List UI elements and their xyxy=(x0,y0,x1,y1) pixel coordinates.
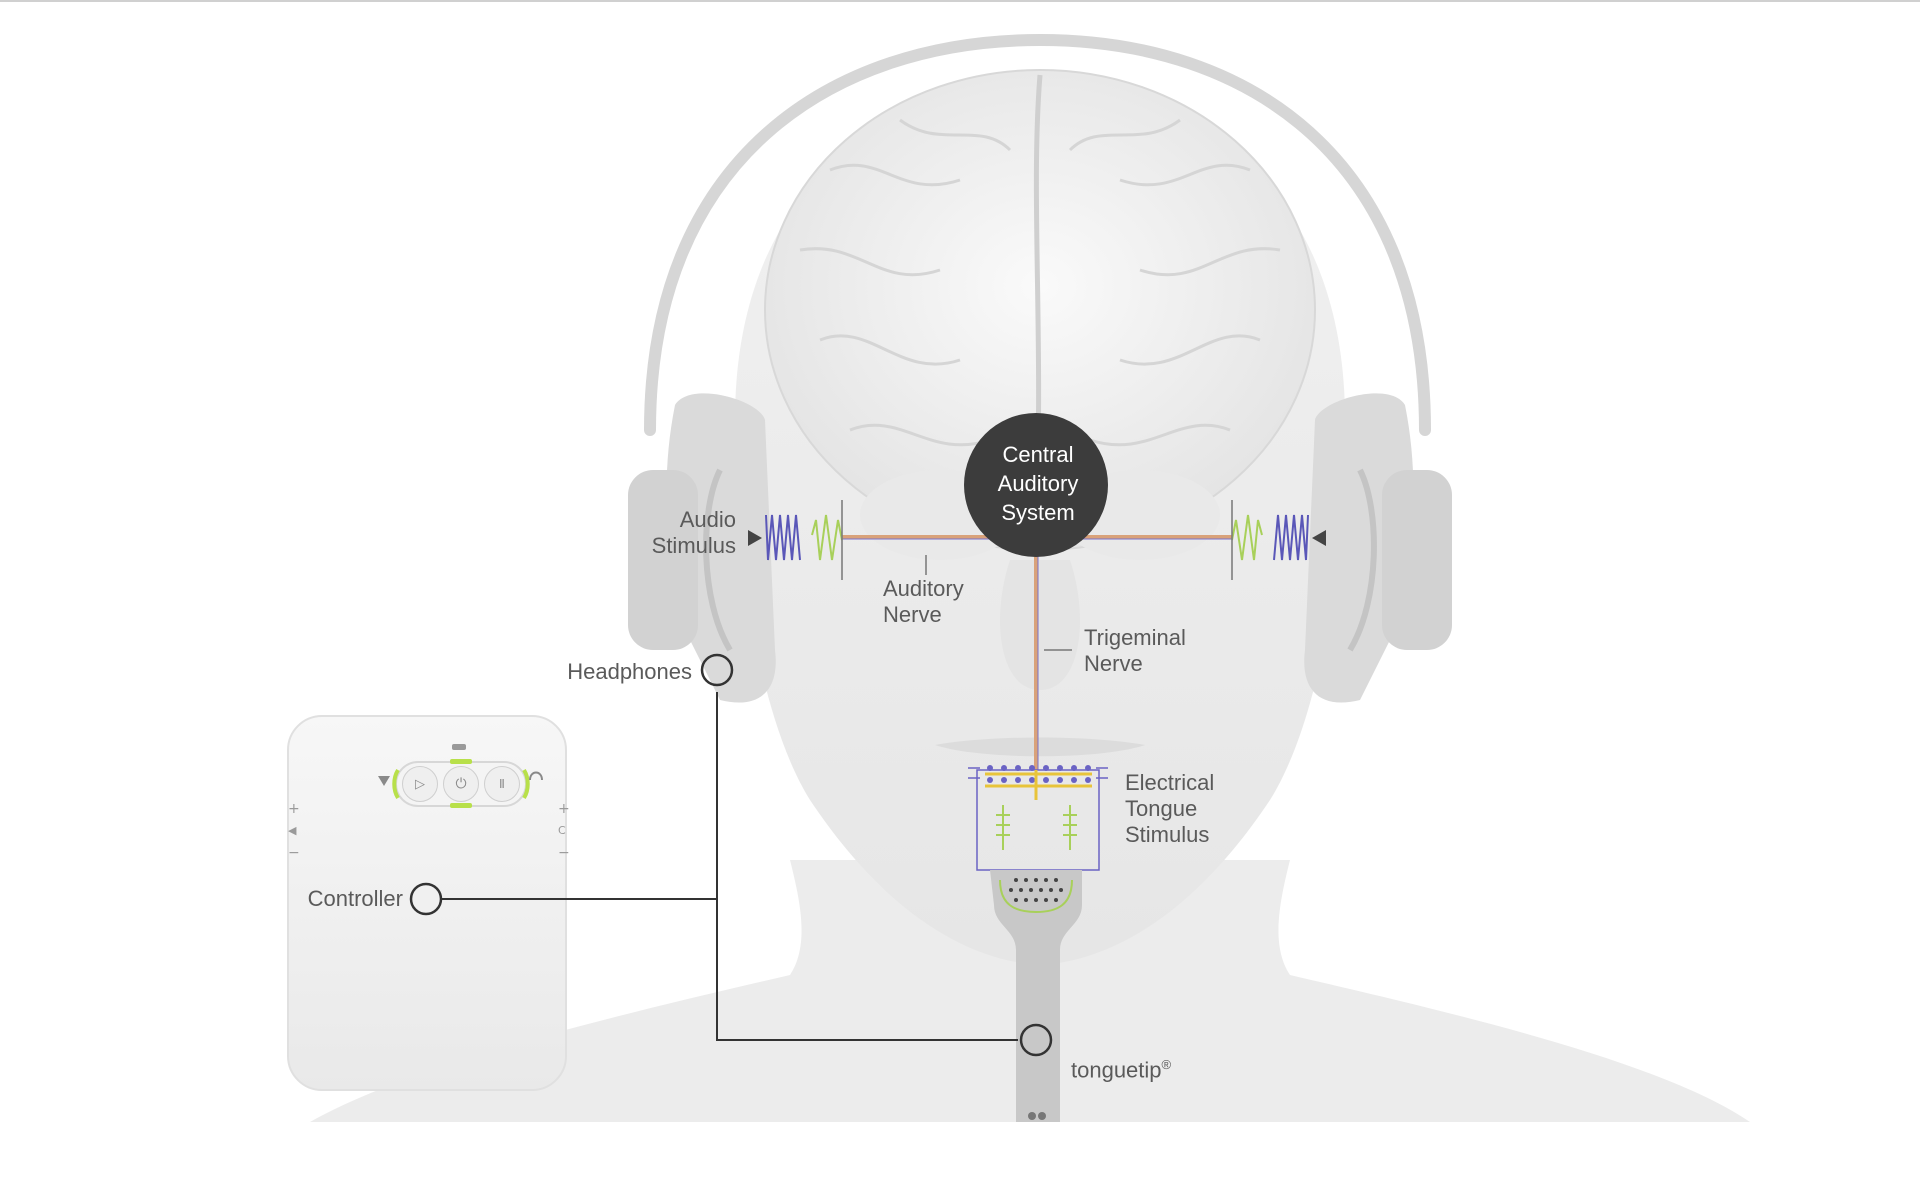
tonguetip-callout-marker xyxy=(1019,1023,1053,1057)
controller-buttons: ▷ ⏻ Ⅱ xyxy=(402,765,520,803)
tonguetip-label: tonguetip® xyxy=(1071,1026,1171,1083)
controller-label: Controller xyxy=(307,886,403,911)
audio-wave-right xyxy=(1231,500,1326,580)
volume-up-mark[interactable]: + xyxy=(288,801,300,817)
intensity-down-mark[interactable]: − xyxy=(558,845,570,861)
headphones-label: Headphones xyxy=(567,659,692,684)
right-earcup xyxy=(1304,393,1452,703)
registered-mark: ® xyxy=(1161,1057,1172,1072)
speaker-icon: ◀ xyxy=(288,824,297,837)
electrical-tongue-stimulus-label: Electrical Tongue Stimulus xyxy=(1125,770,1215,847)
controller-left-controls: + ◀ − xyxy=(288,801,300,861)
audio-stimulus-label: Audio Stimulus xyxy=(651,507,736,558)
headphones-callout-marker xyxy=(700,653,734,687)
trigeminal-nerve-path xyxy=(1034,537,1039,770)
central-auditory-hub xyxy=(964,413,1108,557)
headphone-band xyxy=(644,33,1431,436)
left-earcup xyxy=(628,393,776,703)
tonguetip-name: tonguetip xyxy=(1071,1057,1162,1083)
pause-button[interactable]: Ⅱ xyxy=(484,766,520,802)
intensity-icon: C xyxy=(558,824,566,837)
audio-wave-left xyxy=(748,500,927,580)
play-button[interactable]: ▷ xyxy=(402,766,438,802)
top-divider xyxy=(0,0,1920,2)
auditory-nerve-label: Auditory Nerve xyxy=(883,576,964,627)
mouth xyxy=(935,737,1145,757)
callout-lines xyxy=(440,692,1018,1041)
intensity-up-mark[interactable]: + xyxy=(558,801,570,817)
volume-down-mark[interactable]: − xyxy=(288,845,300,861)
controller-right-controls: + C − xyxy=(558,801,570,861)
brain xyxy=(764,69,1316,690)
controller-callout-marker xyxy=(409,882,443,916)
central-auditory-system-label: Central Auditory System xyxy=(997,442,1079,525)
trigeminal-nerve-label: Trigeminal Nerve xyxy=(1084,625,1186,676)
tonguetip-device xyxy=(990,870,1082,1122)
power-button[interactable]: ⏻ xyxy=(443,766,479,802)
